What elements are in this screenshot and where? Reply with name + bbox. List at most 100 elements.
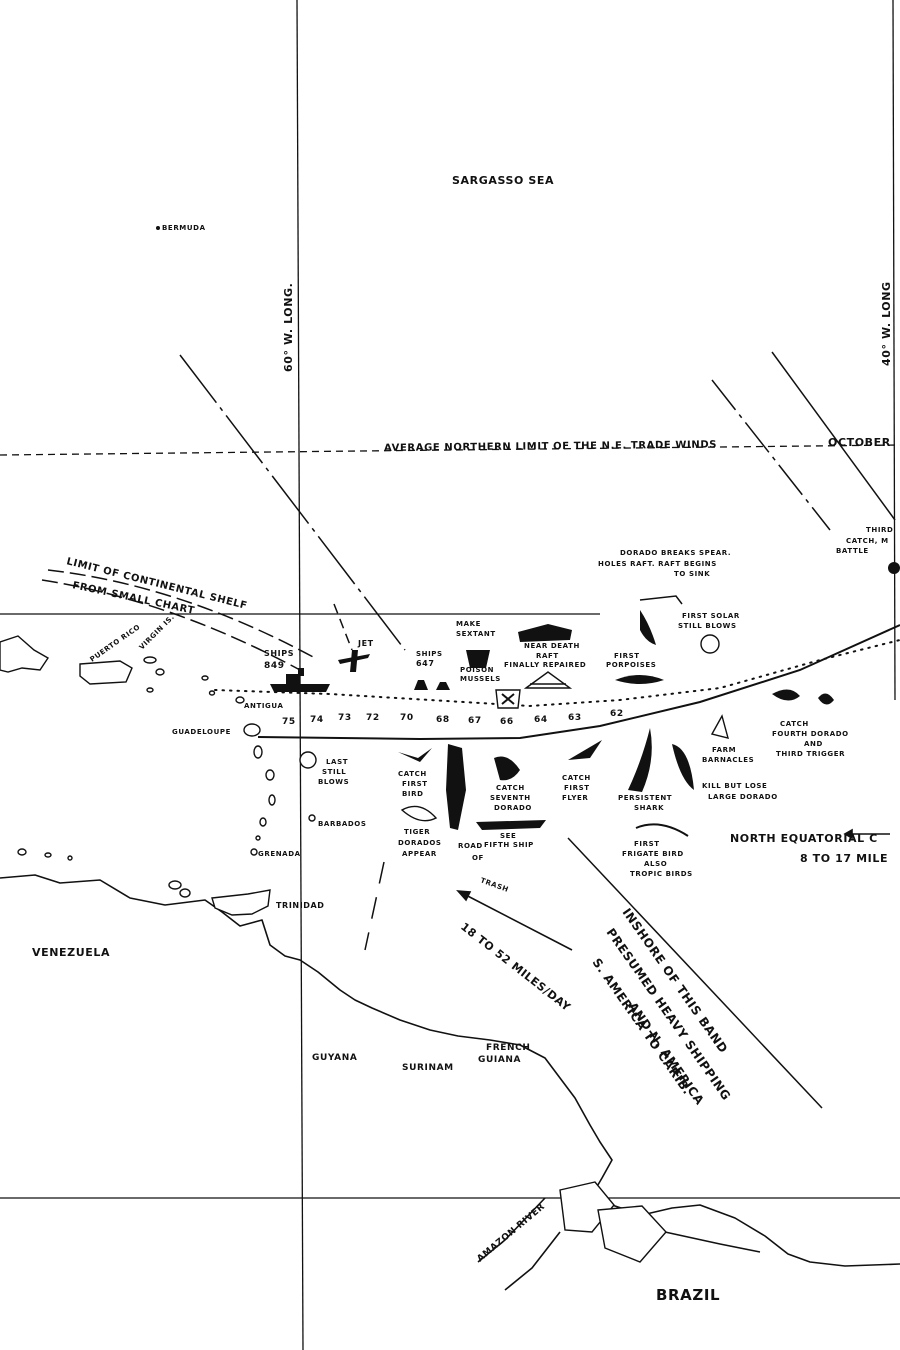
route-day-marker: 64 <box>534 715 548 725</box>
diagonal-line-left <box>179 354 406 651</box>
puerto-rico-shape <box>79 660 133 685</box>
shelf-line-2 <box>41 579 301 671</box>
kill-dorado-label-1: Kill But Lose <box>702 782 767 790</box>
repaired-raft-icon <box>523 671 573 689</box>
dotted-route-line <box>214 639 900 708</box>
current-dash-line <box>364 861 385 951</box>
ships-647-icon <box>414 680 450 690</box>
fifth-ship-label-1: See <box>500 832 516 840</box>
make-sextant-label-2: Sextant <box>456 630 496 638</box>
last-still-label-1: Last <box>326 758 348 766</box>
road-of-trash-label-3: Trash <box>479 876 509 894</box>
drift-route-line <box>257 624 900 741</box>
shark-icon <box>628 728 652 792</box>
longitude-60w-label: 60° W. Long. <box>282 283 295 372</box>
third-catch-label-1: Third <box>866 526 893 534</box>
route-day-marker: 67 <box>468 716 482 726</box>
poison-mussels-label-1: Poison <box>460 666 494 674</box>
last-still-label-3: Blows <box>318 778 349 786</box>
seventh-dorado-label-3: Dorado <box>494 804 532 812</box>
current-arrows <box>456 828 890 951</box>
bird-icon <box>398 748 432 762</box>
porpoise-icon <box>615 675 664 684</box>
ship-849-icon <box>270 668 330 692</box>
catch-bird-label-2: First <box>402 780 428 788</box>
tiger-dorados-label-3: Appear <box>402 850 437 858</box>
poison-mussels-label-2: Mussels <box>460 675 501 683</box>
catch-bird-label-3: Bird <box>402 790 424 798</box>
solar-still-icon <box>700 634 720 654</box>
antigua-label: Antigua <box>244 702 284 710</box>
shipping-band-line <box>567 837 823 1109</box>
dorado-spear-icon <box>639 595 683 645</box>
fourth-dorado-label-2: Fourth Dorado <box>772 730 849 738</box>
first-porpoises-label-1: First <box>614 652 640 660</box>
seventh-dorado-icon <box>494 756 520 781</box>
bermuda-label: Bermuda <box>162 224 206 232</box>
south-america-coastline <box>0 874 900 1267</box>
route-day-marker: 68 <box>436 715 450 725</box>
fourth-dorado-label-1: Catch <box>780 720 809 728</box>
seventh-dorado-label-1: Catch <box>496 784 525 792</box>
miles-per-day-label: 18 To 52 Miles/Day <box>458 920 573 1014</box>
fourth-dorado-label-3: and <box>804 740 823 748</box>
frigate-bird-icon <box>635 823 689 837</box>
puerto-rico-label: Puerto Rico <box>89 623 142 664</box>
continental-shelf-lines <box>41 569 316 671</box>
first-porpoises-label-2: Porpoises <box>606 661 656 669</box>
persistent-shark-label-1: Persistent <box>618 794 672 802</box>
barnacles-icon <box>710 714 729 739</box>
route-day-marker: 70 <box>400 713 414 723</box>
dorado-spear-label-2: Holes Raft. Raft Begins <box>598 560 717 568</box>
event-icons <box>270 562 900 837</box>
solar-still-label-1: First Solar <box>682 612 740 620</box>
french-guiana-label-1: French <box>486 1043 531 1053</box>
trinidad-label: Trinidad <box>276 901 325 910</box>
fourth-dorado-label-4: Third Trigger <box>776 750 845 758</box>
october-label: October <box>828 436 891 449</box>
route-day-marker: 63 <box>568 713 582 723</box>
route-day-marker: 74 <box>310 715 324 725</box>
sextant-icon <box>466 650 490 668</box>
hispaniola-shape <box>0 635 49 673</box>
route-day-marker: 62 <box>610 709 624 719</box>
make-sextant-label-1: Make <box>456 620 481 628</box>
ships-849-label: Ships <box>264 649 294 658</box>
amazon-delta <box>477 1181 761 1291</box>
ships-849-number: 849 <box>264 661 285 671</box>
solar-still-label-2: Still Blows <box>678 622 737 630</box>
longitude-40w-label: 40° W. Long <box>880 281 893 366</box>
trade-winds-limit-line <box>0 444 900 456</box>
jet-icon <box>338 650 370 672</box>
near-death-raft-icon <box>518 624 572 642</box>
north-equatorial-current-label: North Equatorial C <box>730 832 878 845</box>
ships-647-number: 647 <box>416 659 435 668</box>
frigate-bird-label-3: Also <box>644 860 667 868</box>
french-guiana-label-2: Guiana <box>478 1055 521 1065</box>
jet-dash-line <box>333 603 353 651</box>
road-of-trash-label-2: of <box>472 854 484 862</box>
flyer-icon <box>568 740 602 760</box>
trade-winds-label: Average Northern Limit Of The N.E. Trade… <box>384 440 717 454</box>
persistent-shark-label-2: Shark <box>634 804 664 812</box>
ships-647-label: Ships <box>416 650 443 658</box>
road-of-trash-icon <box>446 744 466 830</box>
current-speed-label: 8 To 17 Mile <box>800 852 888 865</box>
farm-barnacles-label-1: Farm <box>712 746 736 754</box>
guadeloupe-label: Guadeloupe <box>172 728 231 736</box>
tiger-dorados-label-2: Dorados <box>398 839 442 847</box>
grenada-label: Grenada <box>258 850 301 858</box>
venezuela-label: Venezuela <box>32 946 110 959</box>
frigate-bird-label-4: Tropic Birds <box>630 870 693 878</box>
fifth-ship-label-2: Fifth Ship <box>484 841 534 849</box>
guyana-label: Guyana <box>312 1053 357 1063</box>
third-catch-label-2: Catch, M <box>846 537 889 545</box>
near-death-label-1: Near Death <box>524 642 580 650</box>
dorado-spear-label-3: To Sink <box>674 570 710 578</box>
third-catch-label-3: Battle <box>836 547 869 555</box>
tiger-dorado-icon <box>400 805 438 822</box>
frigate-bird-label-2: Frigate Bird <box>622 850 684 858</box>
amazon-river-label: Amazon River <box>476 1202 548 1264</box>
